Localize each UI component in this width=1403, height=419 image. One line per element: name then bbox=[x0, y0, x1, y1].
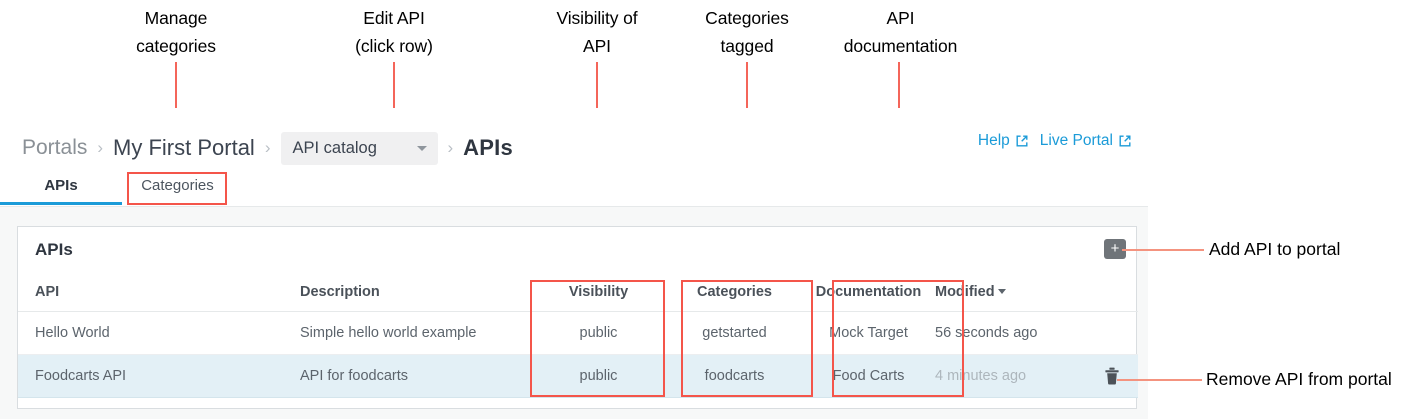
annotation-label-edit-api: Edit API (click row) bbox=[355, 8, 433, 56]
apis-card: APIs + API Description Visibility Catego… bbox=[17, 226, 1138, 409]
apis-card-header: APIs + bbox=[18, 227, 1136, 273]
cell-modified-label: 4 minutes ago bbox=[935, 367, 1027, 384]
tab-bar: APIs Categories bbox=[0, 174, 1148, 210]
annotation-label-manage-categories: Manage categories bbox=[136, 8, 216, 56]
add-api-button[interactable]: + bbox=[1104, 239, 1126, 259]
apis-table: API Description Visibility Categories Do… bbox=[18, 273, 1138, 398]
column-documentation[interactable]: Documentation bbox=[802, 273, 935, 312]
table-header-row: API Description Visibility Categories Do… bbox=[18, 273, 1138, 312]
header-links: Help Live Portal bbox=[978, 132, 1132, 150]
cell-documentation: Mock Target bbox=[802, 311, 935, 355]
breadcrumb-separator-icon: › bbox=[264, 138, 271, 157]
cell-description: API for foodcarts bbox=[300, 354, 530, 398]
cell-modified: 4 minutes ago bbox=[935, 354, 1138, 398]
sort-descending-icon bbox=[997, 289, 1006, 295]
live-portal-link[interactable]: Live Portal bbox=[1040, 132, 1132, 150]
help-link-label: Help bbox=[977, 132, 1010, 149]
column-visibility[interactable]: Visibility bbox=[530, 273, 667, 312]
column-categories[interactable]: Categories bbox=[667, 273, 802, 312]
external-link-icon bbox=[1118, 134, 1132, 148]
tab-apis-label: APIs bbox=[44, 177, 78, 194]
help-link[interactable]: Help bbox=[978, 132, 1029, 150]
cell-categories: getstarted bbox=[667, 311, 802, 355]
column-description[interactable]: Description bbox=[300, 273, 530, 312]
table-row[interactable]: Foodcarts API API for foodcarts public f… bbox=[18, 354, 1138, 398]
table-row[interactable]: Hello World Simple hello world example p… bbox=[18, 311, 1138, 355]
breadcrumb-current-apis: APIs bbox=[463, 135, 513, 160]
annotation-line-remove-api bbox=[1117, 379, 1202, 381]
tab-categories-label: Categories bbox=[141, 177, 214, 194]
live-portal-link-label: Live Portal bbox=[1039, 132, 1113, 149]
cell-categories: foodcarts bbox=[667, 354, 802, 398]
breadcrumb-separator-icon: › bbox=[97, 138, 104, 157]
external-link-icon bbox=[1015, 134, 1029, 148]
cell-modified: 56 seconds ago bbox=[935, 311, 1138, 355]
annotation-label-add-api: Add API to portal bbox=[1209, 239, 1341, 259]
cell-modified-label: 56 seconds ago bbox=[935, 324, 1038, 341]
app-content: Portals › My First Portal › API catalog … bbox=[0, 108, 1148, 419]
column-modified-label: Modified bbox=[935, 283, 995, 300]
annotation-line-add-api bbox=[1122, 249, 1204, 251]
breadcrumb: Portals › My First Portal › API catalog … bbox=[22, 128, 513, 168]
delete-api-button[interactable] bbox=[1104, 367, 1120, 385]
column-api[interactable]: API bbox=[18, 273, 300, 312]
annotation-label-remove-api: Remove API from portal bbox=[1206, 369, 1392, 389]
tab-categories[interactable]: Categories bbox=[128, 174, 227, 210]
breadcrumb-portals[interactable]: Portals bbox=[22, 136, 88, 159]
annotation-label-categories-tagged: Categories tagged bbox=[705, 8, 789, 56]
cell-api: Hello World bbox=[18, 311, 300, 355]
tab-active-indicator bbox=[0, 202, 122, 205]
api-catalog-select-value: API catalog bbox=[292, 138, 377, 157]
cell-visibility: public bbox=[530, 311, 667, 355]
cell-documentation: Food Carts bbox=[802, 354, 935, 398]
api-catalog-select[interactable]: API catalog bbox=[280, 131, 438, 165]
column-modified[interactable]: Modified bbox=[935, 273, 1138, 312]
chevron-down-icon bbox=[416, 145, 427, 151]
cell-visibility: public bbox=[530, 354, 667, 398]
annotation-label-visibility: Visibility of API bbox=[556, 8, 638, 56]
page-title: APIs bbox=[35, 240, 73, 259]
cell-api: Foodcarts API bbox=[18, 354, 300, 398]
breadcrumb-my-first-portal[interactable]: My First Portal bbox=[113, 135, 255, 160]
annotation-label-api-documentation: API documentation bbox=[843, 8, 958, 56]
cell-description: Simple hello world example bbox=[300, 311, 530, 355]
tab-apis[interactable]: APIs bbox=[0, 174, 122, 210]
breadcrumb-separator-icon: › bbox=[447, 138, 454, 157]
